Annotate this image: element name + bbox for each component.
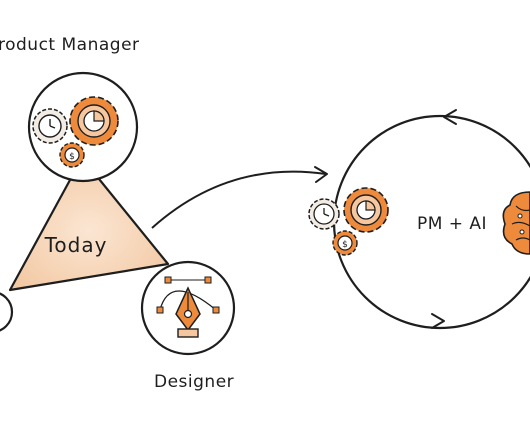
svg-text:$: $ — [342, 240, 348, 250]
pie-chart-gear-icon — [69, 96, 119, 146]
dollar-gear-icon: $ — [332, 230, 358, 256]
pm-ai-label: PM + AI — [417, 214, 487, 234]
clock-gear-icon — [32, 108, 68, 144]
designer-label: Designer — [154, 372, 235, 392]
clock-gear-icon — [308, 198, 340, 230]
pm-ai-cycle: $ PM + AI — [308, 109, 530, 330]
designer-node — [140, 260, 236, 356]
cycle-arrow-top — [443, 109, 457, 125]
today-triangle — [8, 156, 170, 292]
product-manager-node: $ — [27, 71, 139, 183]
dollar-gear-icon: $ — [59, 142, 85, 168]
svg-text:$: $ — [69, 152, 75, 162]
today-label: Today — [44, 233, 108, 257]
pie-chart-gear-icon — [343, 187, 389, 233]
cycle-arrow-bottom — [431, 313, 445, 329]
pen-tool-icon — [156, 276, 220, 338]
third-role-node — [0, 292, 14, 332]
transition-arrow — [151, 166, 328, 229]
product-manager-label: roduct Manager — [0, 35, 140, 55]
ai-brain-icon — [502, 191, 530, 255]
